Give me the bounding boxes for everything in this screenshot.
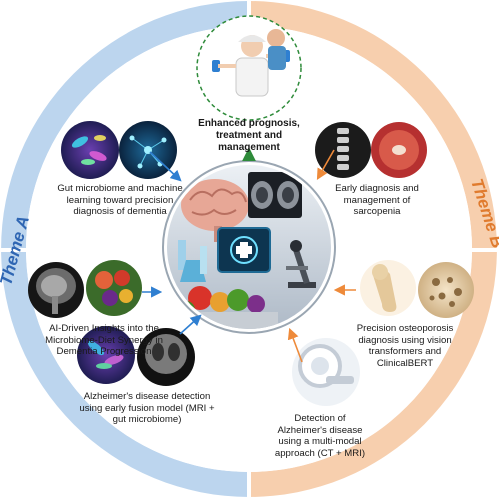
multimodal-label: Detection of Alzheimer's disease using a… bbox=[270, 413, 370, 459]
early-fusion-label: Alzheimer's disease detection using earl… bbox=[78, 391, 216, 426]
brain-mri-sagittal-image bbox=[28, 262, 84, 318]
healthy-food-image bbox=[86, 260, 142, 316]
osteoporosis-label: Precision osteoporosis diagnosis using v… bbox=[340, 323, 470, 369]
bone-trabecular-image bbox=[418, 262, 474, 318]
gut-ml-label: Gut microbiome and machine learning towa… bbox=[56, 183, 184, 218]
ai-diet-label: AI-Driven Insights into the Microbiome-D… bbox=[40, 323, 168, 358]
neural-network-image bbox=[119, 121, 177, 179]
medical-tablet-icon bbox=[218, 228, 270, 272]
sarcopenia-label: Early diagnosis and management of sarcop… bbox=[327, 183, 427, 218]
femur-bone-image bbox=[360, 260, 416, 316]
center-outcome-label: Enhanced prognosis, treatment and manage… bbox=[187, 118, 311, 154]
mri-screen-icon bbox=[248, 172, 302, 218]
muscle-cross-section-image bbox=[371, 122, 427, 178]
gut-microbiome-image bbox=[61, 121, 119, 179]
elderly-exercise-image bbox=[197, 16, 301, 120]
